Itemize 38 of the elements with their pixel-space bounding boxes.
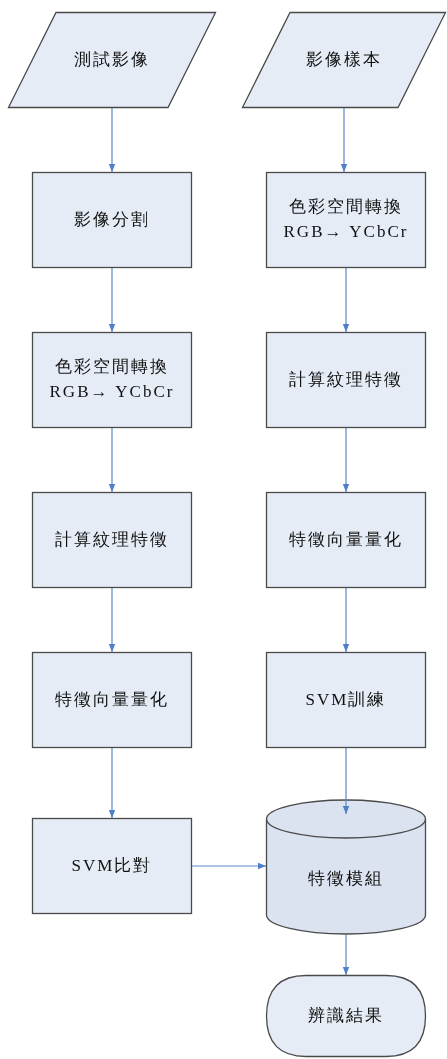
arrow <box>191 862 267 870</box>
process-box <box>32 652 192 748</box>
terminal-shape <box>266 975 426 1057</box>
process-box <box>32 818 192 914</box>
process-box <box>32 172 192 268</box>
step-label: 色彩空間轉換 RGB→ YCbCr <box>49 356 175 403</box>
arrow <box>342 933 350 976</box>
input-parallelogram <box>8 12 216 108</box>
database-cylinder <box>266 800 426 934</box>
step-label: 辨識結果 <box>307 1004 385 1027</box>
step-label: 特徵模組 <box>307 867 385 890</box>
step-label: 影像樣本 <box>305 48 383 71</box>
arrow <box>342 587 350 653</box>
arrow <box>342 747 350 815</box>
step-label: SVM比對 <box>71 854 153 877</box>
step-label: SVM訓練 <box>305 688 387 711</box>
arrow <box>108 587 116 653</box>
step-label: 計算紋理特徵 <box>54 528 170 551</box>
process-box <box>266 332 426 428</box>
arrow <box>342 267 350 333</box>
process-box <box>266 172 426 268</box>
step-label: 影像分割 <box>73 208 151 231</box>
process-box <box>32 332 192 428</box>
step-label: 測試影像 <box>73 48 151 71</box>
process-box <box>266 492 426 588</box>
step-label: 色彩空間轉換 RGB→ YCbCr <box>283 196 409 243</box>
arrow <box>108 267 116 333</box>
arrow <box>108 427 116 493</box>
arrow <box>108 747 116 819</box>
process-box <box>266 652 426 748</box>
step-label: 特徵向量量化 <box>288 528 404 551</box>
arrow <box>342 427 350 493</box>
arrow <box>340 107 348 173</box>
arrow <box>108 107 116 173</box>
step-label: 計算紋理特徵 <box>288 368 404 391</box>
input-parallelogram <box>242 12 446 108</box>
process-box <box>32 492 192 588</box>
step-label: 特徵向量量化 <box>54 688 170 711</box>
